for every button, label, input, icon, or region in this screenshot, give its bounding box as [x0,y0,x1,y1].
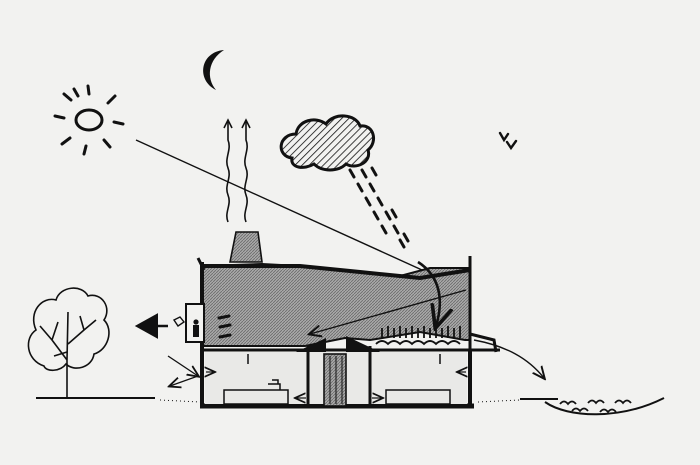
person-icon [193,319,199,337]
sun-icon [55,86,123,154]
cloud-icon [281,116,373,170]
house-section [186,256,500,408]
moon-icon [203,50,224,90]
water-body [545,398,664,414]
drain-arrow-right [474,340,544,378]
heat-waves-icon [224,120,250,222]
airflow-arrows-lower-left [168,356,198,386]
birds-icon [500,133,516,148]
rain-icon [350,168,408,247]
token-icon [174,317,184,326]
chimney [230,232,262,262]
tree-icon [28,288,109,398]
